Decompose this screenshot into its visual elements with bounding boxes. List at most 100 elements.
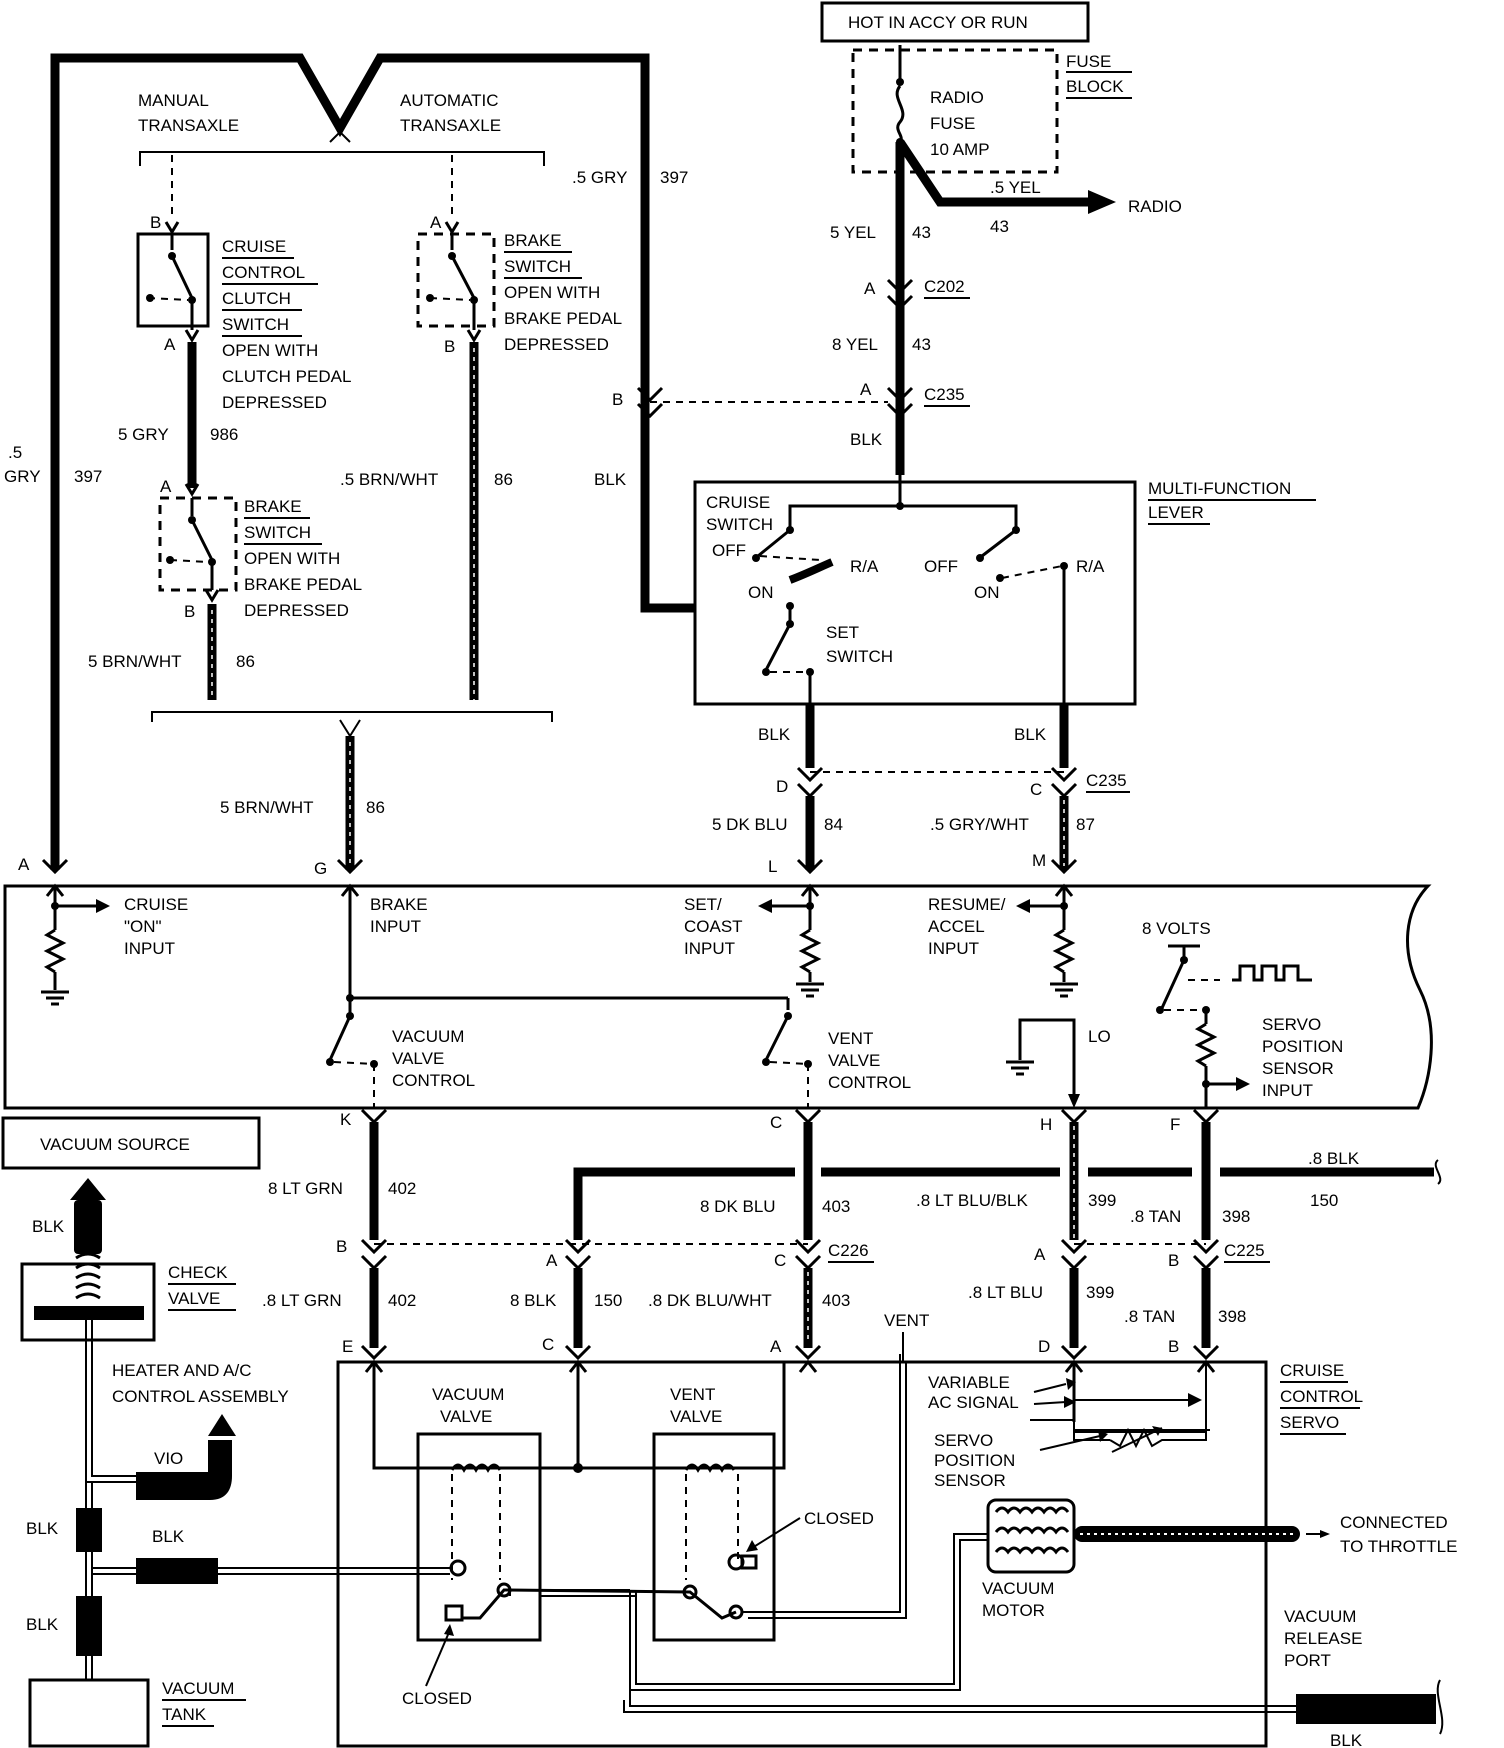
closed-vent-label: CLOSED bbox=[804, 1509, 874, 1528]
vacuum-valve-coil bbox=[450, 1463, 502, 1473]
servo-position-sensor-icon bbox=[1109, 1400, 1207, 1449]
brake-manual-label-3: OPEN WITH bbox=[244, 549, 340, 568]
circuit-398-top: 398 bbox=[1222, 1207, 1250, 1226]
c226-pin-c: C bbox=[774, 1251, 786, 1270]
c225-pin-b: B bbox=[1168, 1251, 1179, 1270]
brake-manual-label-2: SWITCH bbox=[244, 523, 311, 542]
vacuum-valve-label-2: VALVE bbox=[440, 1407, 492, 1426]
vacuum-valve-control-switch bbox=[328, 1015, 352, 1061]
circuit-86-manual: 86 bbox=[236, 652, 255, 671]
hose-to-source bbox=[74, 1200, 102, 1254]
closed-vacuum-label: CLOSED bbox=[402, 1689, 472, 1708]
servo-pin-b: B bbox=[1168, 1337, 1179, 1356]
servo-pos-input-label-3: SENSOR bbox=[1262, 1059, 1334, 1078]
cruise-on-circuit: .5 GRY 397 .5 GRY 397 MANUAL TRANSAXLE A… bbox=[4, 53, 695, 870]
variable-ac-label-1: VARIABLE bbox=[928, 1373, 1010, 1392]
resistor-resume bbox=[1052, 928, 1076, 974]
set-coast-label-1: SET/ bbox=[684, 895, 722, 914]
cruise-on-label-1: CRUISE bbox=[124, 895, 188, 914]
set-switch-contact bbox=[764, 623, 792, 671]
vacuum-valve-box bbox=[416, 1432, 542, 1642]
module-pin-a: A bbox=[18, 855, 30, 874]
module-pin-c: C bbox=[770, 1113, 782, 1132]
sps-label-3: SENSOR bbox=[934, 1471, 1006, 1490]
wire-label-gry-5-left-2: GRY bbox=[4, 467, 41, 486]
brake-input-label-2: INPUT bbox=[370, 917, 421, 936]
brake-auto-label-4: BRAKE PEDAL bbox=[504, 309, 622, 328]
circuit-399-top: 399 bbox=[1088, 1191, 1116, 1210]
clutch-switch-label-7: DEPRESSED bbox=[222, 393, 327, 412]
c235-pin-b: B bbox=[612, 390, 623, 409]
connector-c225: A B C225 bbox=[1034, 1238, 1270, 1271]
manual-transaxle-label-2: TRANSAXLE bbox=[138, 116, 239, 135]
wire-label-brn-wht-auto: .5 BRN/WHT bbox=[340, 470, 438, 489]
servo-pin-a: A bbox=[770, 1337, 782, 1356]
set-switch-label-1: SET bbox=[826, 623, 859, 642]
c235-pin-c: C bbox=[1030, 780, 1042, 799]
c235-top-label: C235 bbox=[924, 385, 965, 404]
vacuum-source-section: VACUUM SOURCE BLK CHECK VALVE HEATER AND… bbox=[1, 1116, 289, 1748]
clutch-switch-label-3: CLUTCH bbox=[222, 289, 291, 308]
c226-label: C226 bbox=[828, 1241, 869, 1260]
brake-manual-contact bbox=[190, 519, 214, 561]
brake-auto-label-2: SWITCH bbox=[504, 257, 571, 276]
circuit-86-g: 86 bbox=[366, 798, 385, 817]
set-coast-label-2: COAST bbox=[684, 917, 743, 936]
off-1: OFF bbox=[712, 541, 746, 560]
option-bracket-top bbox=[139, 151, 545, 166]
module-body bbox=[3, 884, 1433, 1110]
vent-valve-label-1: VENT bbox=[670, 1385, 715, 1404]
vent-valve-coil bbox=[684, 1463, 736, 1473]
servo-pos-input-label-2: POSITION bbox=[1262, 1037, 1343, 1056]
circuit-397-top: 397 bbox=[660, 168, 688, 187]
brake-manual-pin-b: B bbox=[184, 602, 195, 621]
check-valve-label-1: CHECK bbox=[168, 1263, 228, 1282]
sps-label-2: POSITION bbox=[934, 1451, 1015, 1470]
resume-label-3: INPUT bbox=[928, 939, 979, 958]
brake-manual-label-1: BRAKE bbox=[244, 497, 302, 516]
c235-pin-a: A bbox=[860, 380, 872, 399]
resistor-servo-pos bbox=[1194, 1022, 1218, 1068]
brake-auto-contact bbox=[450, 255, 476, 299]
release-label-1: VACUUM bbox=[1284, 1607, 1356, 1626]
cruise-control-module: A G L M CRUISE "ON" INPUT BRAKE INPUT VA… bbox=[3, 851, 1433, 1110]
wire-label-tan-398-bot: .8 TAN bbox=[1124, 1307, 1175, 1326]
hvac-label-1: HEATER AND A/C bbox=[112, 1361, 252, 1380]
vio-hose bbox=[136, 1440, 232, 1500]
module-pin-k: K bbox=[340, 1110, 352, 1129]
wire-gry-397 bbox=[50, 53, 695, 870]
fuse-block-label-2: BLOCK bbox=[1066, 77, 1124, 96]
clutch-switch-label-5: OPEN WITH bbox=[222, 341, 318, 360]
vent-valve-control-switch bbox=[764, 1015, 790, 1061]
c202-pin-a: A bbox=[864, 279, 876, 298]
vacuum-tank bbox=[28, 1678, 150, 1748]
brake-switch-manual-box bbox=[158, 496, 238, 592]
cruise-switch-label-1: CRUISE bbox=[706, 493, 770, 512]
wire-label-blk-8-150-top: .8 BLK bbox=[1308, 1149, 1360, 1168]
throttle-label-2: TO THROTTLE bbox=[1340, 1537, 1457, 1556]
module-pin-g: G bbox=[314, 859, 327, 878]
on-2: ON bbox=[974, 583, 1000, 602]
check-valve-label-2: VALVE bbox=[168, 1289, 220, 1308]
wire-label-lt-grn-402-top: 8 LT GRN bbox=[268, 1179, 343, 1198]
clutch-switch-label-6: CLUTCH PEDAL bbox=[222, 367, 351, 386]
vacuum-valve-control-label-3: CONTROL bbox=[392, 1071, 475, 1090]
clutch-pin-a: A bbox=[164, 335, 176, 354]
brake-manual-label-5: DEPRESSED bbox=[244, 601, 349, 620]
vacuum-tank-label-1: VACUUM bbox=[162, 1679, 234, 1698]
automatic-transaxle-label-2: TRANSAXLE bbox=[400, 116, 501, 135]
manual-transaxle-label-1: MANUAL bbox=[138, 91, 209, 110]
module-pin-l: L bbox=[768, 857, 777, 876]
hose-segment-3 bbox=[76, 1596, 102, 1656]
circuit-403-top: 403 bbox=[822, 1197, 850, 1216]
off-2: OFF bbox=[924, 557, 958, 576]
multi-function-lever-box bbox=[693, 480, 1137, 706]
cruise-control-servo: CRUISE CONTROL SERVO VACUUM VALVE VENT V… bbox=[218, 1311, 1457, 1748]
fuse-block bbox=[851, 48, 1059, 174]
brake-switch-auto-box bbox=[416, 232, 496, 328]
module-pin-f: F bbox=[1170, 1115, 1180, 1134]
brake-input-label-1: BRAKE bbox=[370, 895, 428, 914]
circuit-402-top: 402 bbox=[388, 1179, 416, 1198]
volts-8-label: 8 VOLTS bbox=[1142, 919, 1211, 938]
